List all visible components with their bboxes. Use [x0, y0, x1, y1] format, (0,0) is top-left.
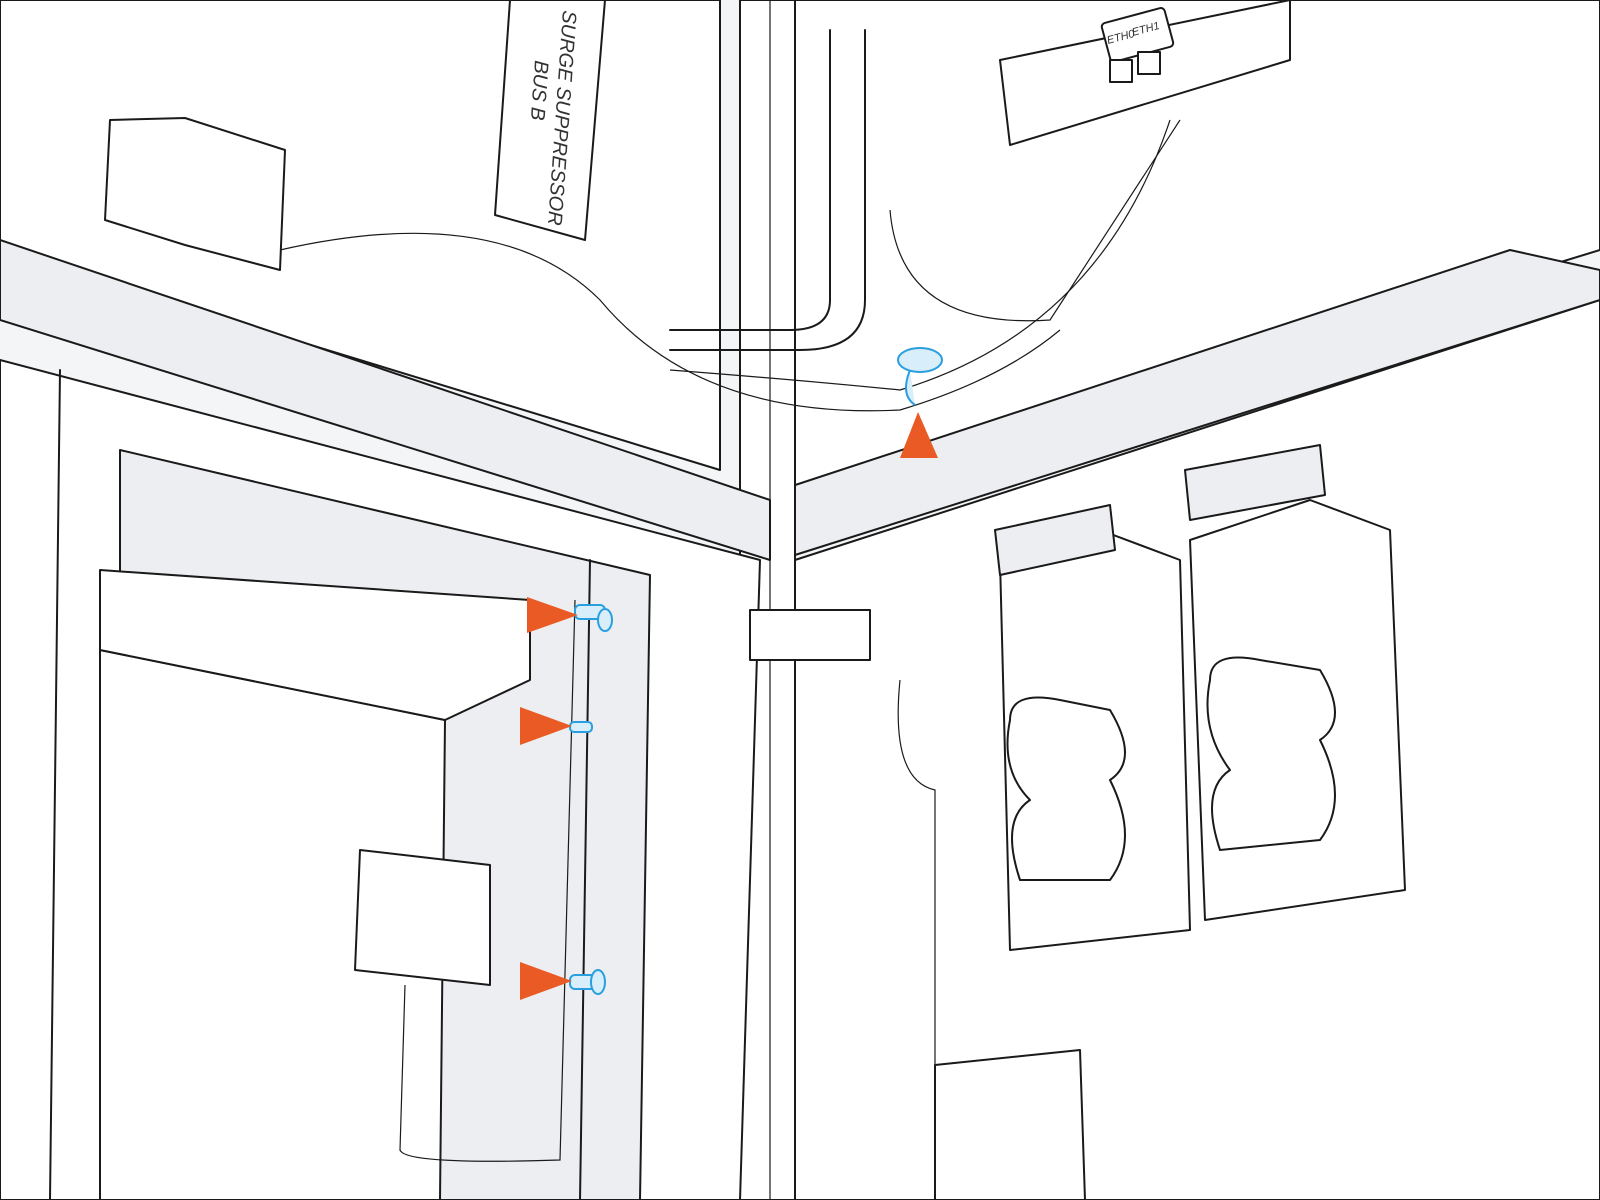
- hinge: [749, 609, 871, 661]
- eth1-port: [1137, 51, 1161, 75]
- callout-arrow-up-icon: [900, 412, 938, 458]
- cable-clip: [569, 721, 593, 733]
- power-module-left: [999, 529, 1191, 951]
- bus-label: BUS B: [526, 60, 552, 121]
- poe-surge-protector: [104, 117, 286, 271]
- bottom-enclosure: [934, 1049, 1086, 1200]
- ethernet-injector: [354, 849, 491, 986]
- callout-arrow-right-icon: [520, 707, 572, 745]
- power-module-right: [1189, 499, 1406, 921]
- upper-shelf: [99, 569, 531, 721]
- eth0-port: [1109, 59, 1133, 83]
- surge-suppressor-card: [494, 0, 606, 241]
- cable-clip: [897, 347, 943, 406]
- callout-arrow-right-icon: [520, 962, 572, 1000]
- shelf-lip: [0, 239, 771, 561]
- callout-arrow-right-icon: [527, 597, 578, 633]
- conduit: [669, 29, 866, 351]
- cable-clip: [574, 604, 613, 632]
- cable-clip: [569, 969, 606, 995]
